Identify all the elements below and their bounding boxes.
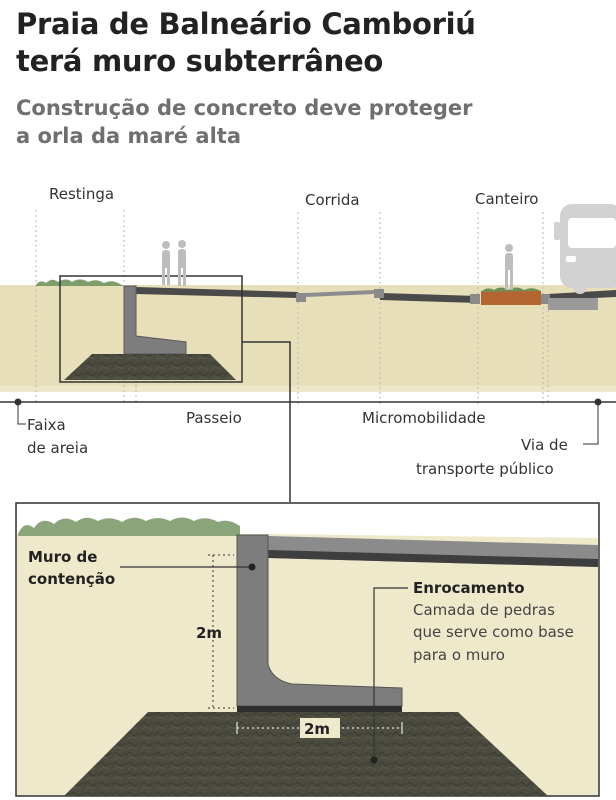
detail-highlight-box bbox=[59, 275, 243, 383]
overview-ground-bottom bbox=[0, 386, 616, 392]
pedestrian-icon bbox=[505, 244, 513, 290]
label-via-line2: transporte público bbox=[416, 460, 554, 478]
bus-icon bbox=[554, 204, 616, 294]
width-dim-label-bg bbox=[300, 718, 340, 738]
corrida-curb-right bbox=[374, 289, 384, 298]
subheadline-line-1: Construção de concreto deve proteger bbox=[16, 96, 473, 120]
retaining-wall bbox=[236, 534, 403, 707]
detail-vegetation bbox=[18, 517, 240, 536]
canteiro-curb-right bbox=[541, 294, 550, 304]
micromobilidade-surface bbox=[380, 293, 478, 303]
enrocamento-leader-dot bbox=[370, 756, 378, 764]
subheadline-line-2: a orla da maré alta bbox=[16, 124, 242, 148]
overview-section: Restinga Corrida Canteiro Faixa de areia… bbox=[0, 175, 616, 502]
overview-rock-base bbox=[64, 354, 236, 380]
via-edge bbox=[548, 298, 598, 310]
canteiro-curb-left bbox=[470, 294, 480, 304]
detail-panel: 2m 2m Muro de contenção Enrocamento Cama… bbox=[15, 502, 600, 797]
label-passeio: Passeio bbox=[186, 409, 242, 427]
faixa-leader bbox=[17, 402, 26, 425]
enrocamento-line2: que serve como base bbox=[413, 623, 574, 641]
subheadline: Construção de concreto deve proteger a o… bbox=[16, 94, 472, 150]
canteiro-planter bbox=[481, 291, 541, 305]
corrida-track bbox=[306, 290, 374, 297]
label-via-line1: Via de bbox=[521, 436, 568, 454]
corrida-curb-left bbox=[296, 293, 306, 302]
zone-label-corrida: Corrida bbox=[305, 191, 360, 209]
muro-label-line2: contenção bbox=[28, 570, 115, 588]
muro-leader-dot bbox=[248, 563, 256, 571]
label-faixa-line2: de areia bbox=[27, 439, 88, 457]
height-dimension-label: 2m bbox=[196, 624, 222, 642]
headline-line-1: Praia de Balneário Camboriú bbox=[16, 7, 476, 41]
detail-leader-line bbox=[242, 341, 291, 502]
rock-base bbox=[64, 712, 548, 796]
via-surface bbox=[548, 290, 616, 300]
passeio-surface bbox=[136, 287, 298, 298]
enrocamento-line3: para o muro bbox=[413, 646, 505, 664]
detail-asphalt bbox=[268, 550, 598, 567]
enrocamento-title: Enrocamento bbox=[413, 579, 525, 597]
label-micromobilidade: Micromobilidade bbox=[362, 409, 486, 427]
enrocamento-line1: Camada de pedras bbox=[413, 601, 555, 619]
enrocamento-leader bbox=[373, 587, 408, 760]
headline-line-2: terá muro subterrâneo bbox=[16, 44, 383, 78]
label-faixa-line1: Faixa bbox=[27, 416, 66, 434]
width-dimension-label: 2m bbox=[304, 720, 330, 738]
restinga-vegetation bbox=[36, 279, 124, 286]
headline: Praia de Balneário Camboriú terá muro su… bbox=[16, 6, 476, 80]
via-leader bbox=[583, 402, 599, 445]
zone-label-canteiro: Canteiro bbox=[475, 190, 538, 208]
zone-label-restinga: Restinga bbox=[49, 185, 114, 203]
pedestrians-icon bbox=[162, 240, 186, 286]
wall-footing bbox=[237, 706, 402, 716]
muro-label-line1: Muro de bbox=[28, 548, 97, 566]
